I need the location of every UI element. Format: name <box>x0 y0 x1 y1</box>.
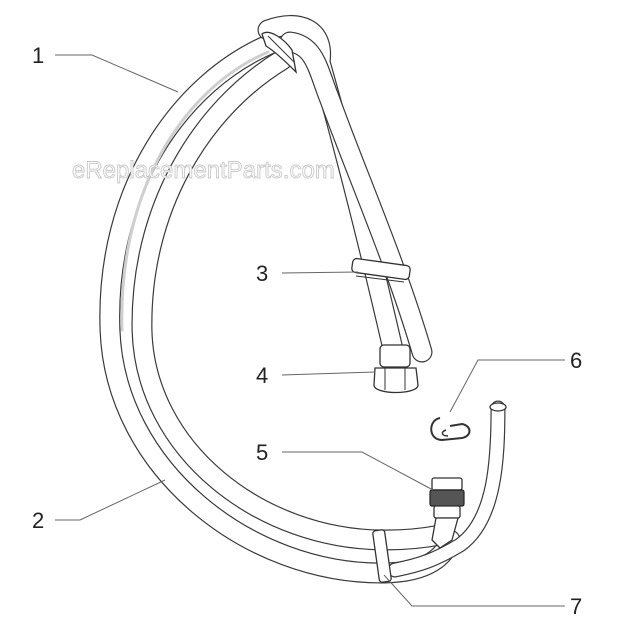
callout-4: 4 <box>256 363 268 388</box>
callout-3: 3 <box>256 261 268 286</box>
hose-clamp <box>351 257 411 283</box>
hose-top-bend <box>257 15 433 363</box>
leader-2 <box>55 479 166 521</box>
callout-5: 5 <box>256 440 268 465</box>
callout-6: 6 <box>570 348 582 373</box>
return-tube <box>387 400 507 578</box>
leader-lines <box>55 54 565 607</box>
hose-assembly-inner <box>131 49 451 551</box>
leader-7 <box>383 574 565 607</box>
leader-3 <box>281 271 359 274</box>
leader-1 <box>55 54 179 93</box>
watermark-text: eReplacementParts.com <box>72 157 335 184</box>
retaining-clip <box>430 417 471 442</box>
leader-5 <box>282 451 434 491</box>
swivel-fitting <box>373 344 419 394</box>
callout-7: 7 <box>570 594 582 619</box>
leader-6 <box>449 359 565 413</box>
callout-numbers: 1 2 3 4 5 6 7 <box>32 43 582 619</box>
top-clamp <box>261 31 298 74</box>
callout-1: 1 <box>32 43 44 68</box>
inlet-fitting <box>429 477 465 549</box>
leader-4 <box>281 371 376 376</box>
bottom-clamp <box>372 529 392 583</box>
callout-2: 2 <box>32 508 44 533</box>
